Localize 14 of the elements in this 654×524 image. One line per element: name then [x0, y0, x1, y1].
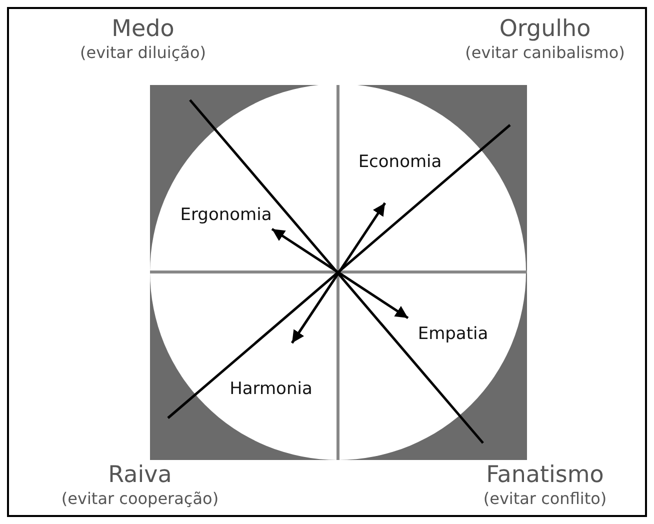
corner-subtitle: (evitar diluição) — [80, 43, 206, 63]
double-arrow — [290, 202, 386, 344]
corner-title: Fanatismo — [486, 462, 604, 488]
quadrant-label: Ergonomia — [180, 205, 272, 225]
corner-subtitle: (evitar canibalismo) — [465, 43, 625, 63]
quadrant-label: Harmonia — [230, 379, 312, 399]
quadrant-label: Empatia — [418, 324, 488, 344]
corner-subtitle: (evitar conflito) — [483, 489, 607, 509]
double-arrow — [271, 228, 409, 320]
corner-title: Raiva — [108, 462, 172, 488]
corner-subtitle: (evitar cooperação) — [61, 489, 219, 509]
corner-title: Medo — [112, 16, 174, 42]
quadrant-label: Economia — [358, 152, 442, 172]
corner-title: Orgulho — [499, 16, 591, 42]
